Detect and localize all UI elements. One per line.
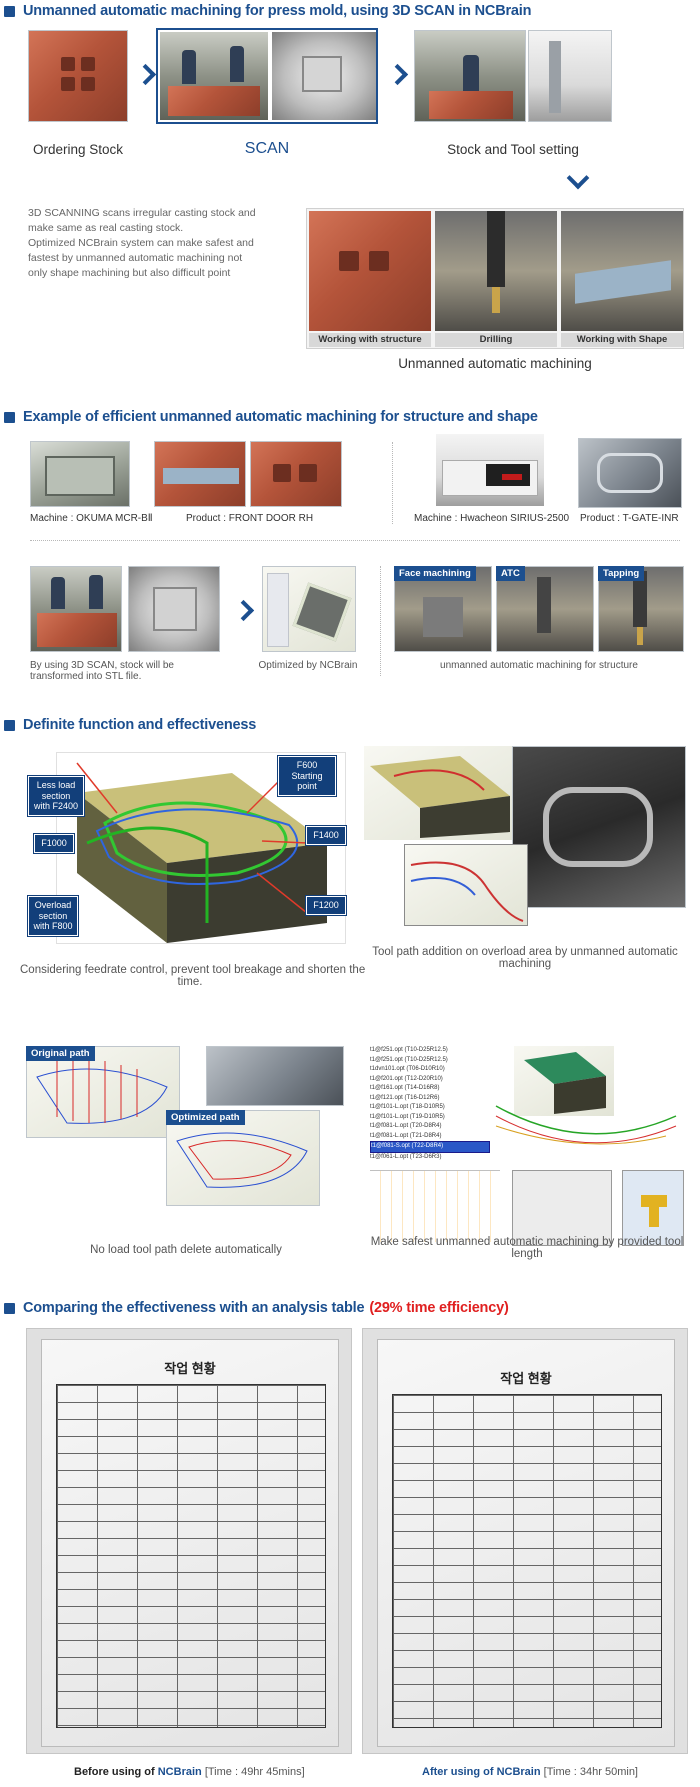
front-door-photo-1 (154, 441, 246, 507)
arrow-right-icon (390, 64, 404, 86)
drilling-label: Drilling (435, 333, 557, 347)
hwacheon-machine-photo (436, 434, 544, 506)
setting-photo-2 (528, 30, 612, 122)
section2-title: Example of efficient unmanned automatic … (4, 406, 538, 428)
face-machining-tag: Face machining (394, 566, 476, 581)
section4-title: Comparing the effectiveness with an anal… (4, 1297, 509, 1319)
section1-title: Unmanned automatic machining for press m… (4, 0, 531, 22)
section-bullet-icon (4, 411, 15, 423)
setting-caption: Stock and Tool setting (447, 142, 579, 157)
tapping-tag: Tapping (598, 566, 645, 581)
original-path-tag: Original path (26, 1046, 95, 1061)
tool-list: t1@f251.opt (T10-D25R12.5) t1@f251.opt (… (370, 1046, 490, 1162)
overload-model-image (364, 746, 514, 840)
drilling-photo (435, 211, 557, 331)
before-doc-table (56, 1384, 326, 1728)
feedrate-caption: Considering feedrate control, prevent to… (20, 964, 366, 988)
atc-photo (496, 566, 594, 652)
vertical-divider (392, 442, 393, 524)
section3-title-text: Definite function and effectiveness (23, 717, 257, 733)
after-doc-title: 작업 현황 (500, 1371, 552, 1386)
section4-title-text: Comparing the effectiveness with an anal… (23, 1300, 365, 1316)
before-caption: Before using of NCBrain [Time : 49hr 45m… (74, 1766, 305, 1778)
arrow-down-icon (564, 174, 590, 188)
machining-photo-group: Working with structure Drilling Working … (306, 208, 684, 349)
scan-stock-photo (30, 566, 122, 652)
before-document: 작업 현황 (41, 1339, 339, 1747)
structure-caption: unmanned automatic machining for structu… (440, 660, 638, 671)
tool-length-table (370, 1170, 500, 1242)
machine1-caption: Machine : OKUMA MCR-BⅡ (30, 513, 153, 524)
overload-callout: Overload section with F800 (28, 896, 78, 936)
working-structure-label: Working with structure (309, 333, 431, 347)
tool-holder-preview (622, 1170, 684, 1246)
section-bullet-icon (4, 5, 15, 17)
after-caption: After using of NCBrain [Time : 34hr 50mi… (422, 1766, 638, 1778)
section2-title-text: Example of efficient unmanned automatic … (23, 409, 538, 425)
feedrate-model-svg (76, 762, 327, 943)
vertical-divider (380, 566, 381, 676)
section-bullet-icon (4, 719, 15, 731)
ordering-stock-caption: Ordering Stock (32, 142, 124, 157)
less-load-callout: Less load section with F2400 (28, 776, 84, 816)
path-model-photo (206, 1046, 344, 1106)
scan-stl-image (128, 566, 220, 652)
ncbrain-optimized-image (262, 566, 356, 652)
after-document-frame: 작업 현황 (362, 1328, 688, 1754)
f1200-callout: F1200 (306, 896, 346, 915)
horizontal-divider (30, 540, 680, 541)
f600-callout: F600 Starting point (278, 756, 336, 796)
after-doc-table (392, 1394, 662, 1728)
product2-caption: Product : T-GATE-INR (580, 513, 679, 524)
f1400-callout: F1400 (306, 826, 346, 845)
time-efficiency-highlight: (29% time efficiency) (369, 1300, 509, 1316)
unmanned-caption: Unmanned automatic machining (398, 356, 592, 371)
original-path-image (26, 1046, 180, 1138)
after-document: 작업 현황 (377, 1339, 675, 1747)
scan-photo-frame (156, 28, 378, 124)
tool-length-caption: Make safest unmanned automatic machining… (370, 1236, 684, 1260)
optimized-path-image (166, 1110, 320, 1206)
scan-model-image (272, 32, 376, 120)
f1000-callout: F1000 (34, 834, 74, 853)
working-shape-photo (561, 211, 683, 331)
scan-description: 3D SCANNING scans irregular casting stoc… (28, 207, 256, 279)
tool-path-lines (495, 1105, 677, 1145)
before-doc-title: 작업 현황 (164, 1361, 216, 1376)
before-document-frame: 작업 현황 (26, 1328, 352, 1754)
front-door-photo-2 (250, 441, 342, 507)
tool-model-image (514, 1046, 614, 1116)
tool-path-caption: Tool path addition on overload area by u… (372, 946, 678, 970)
working-structure-photo (309, 211, 431, 331)
optimized-caption: Optimized by NCBrain (258, 660, 358, 671)
section-bullet-icon (4, 1302, 15, 1314)
atc-tag: ATC (496, 566, 525, 581)
tool-list-figure: t1@f251.opt (T10-D25R12.5) t1@f251.opt (… (366, 1046, 688, 1246)
t-gate-product-photo (578, 438, 682, 508)
scan-caption: SCAN (244, 140, 290, 157)
optimized-path-tag: Optimized path (166, 1110, 245, 1125)
tool-length-dialog (512, 1170, 612, 1246)
setting-photo-1 (414, 30, 526, 122)
section3-title: Definite function and effectiveness (4, 714, 256, 736)
stl-caption: By using 3D SCAN, stock will be transfor… (30, 660, 174, 682)
okuma-machine-photo (30, 441, 130, 507)
product1-caption: Product : FRONT DOOR RH (186, 513, 314, 524)
overload-detail-image (404, 844, 528, 926)
arrow-right-icon (138, 64, 152, 86)
arrow-right-icon (236, 600, 250, 622)
machine2-caption: Machine : Hwacheon SIRIUS-2500 (414, 513, 570, 524)
delete-path-caption: No load tool path delete automatically (90, 1244, 282, 1256)
working-shape-label: Working with Shape (561, 333, 683, 347)
section1-title-text: Unmanned automatic machining for press m… (23, 3, 532, 19)
scan-operator-photo (160, 32, 268, 120)
ordering-stock-photo (28, 30, 128, 122)
overload-machining-photo (512, 746, 686, 908)
